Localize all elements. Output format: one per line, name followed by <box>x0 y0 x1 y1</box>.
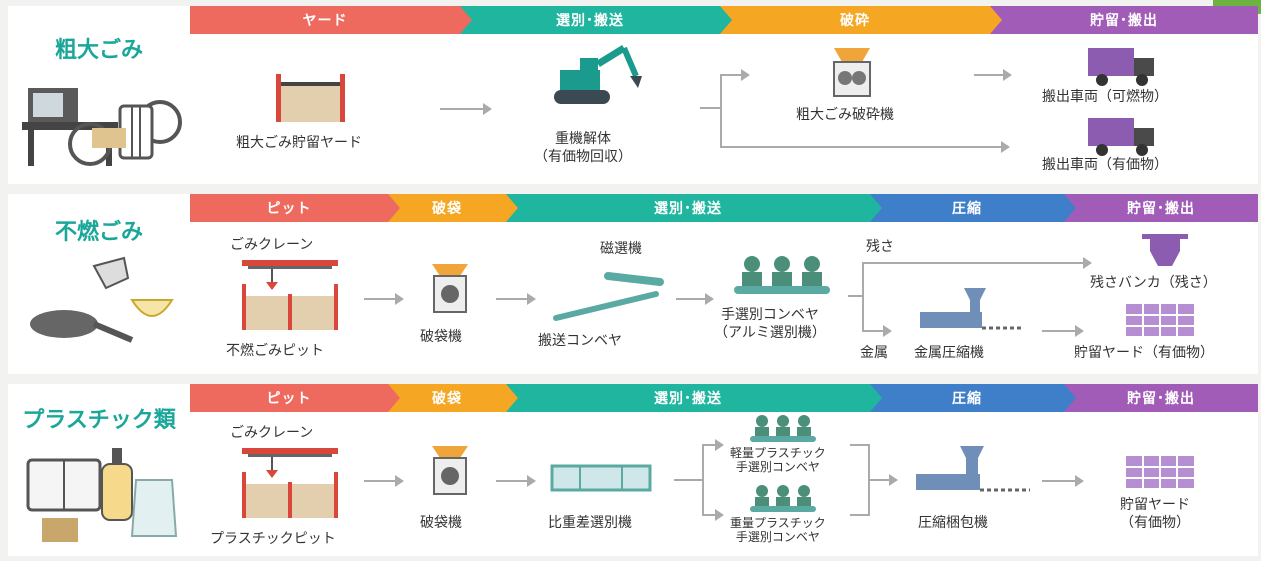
category-title-noncombustible: 不燃ごみ <box>54 220 143 245</box>
branch-connector <box>674 479 704 481</box>
stage-bar-yard: ヤード <box>190 6 472 34</box>
branch-connector-vertical <box>720 74 722 148</box>
category-title-plastic: プラスチック類 <box>22 408 176 433</box>
flow-arrow <box>440 103 492 115</box>
flow-arrow <box>676 293 714 305</box>
flow-arrow <box>1042 325 1084 337</box>
merge-connector <box>850 444 870 446</box>
flow-arrow <box>702 439 724 451</box>
hand-sorting-workers-icon <box>750 415 816 442</box>
label-bulky-storage-yard: 粗大ごみ貯留ヤード <box>236 135 362 151</box>
flow-arrow <box>702 509 724 521</box>
stage-bar-compress: 圧縮 <box>870 384 1076 412</box>
flow-arrow <box>496 293 536 305</box>
flow-arrow <box>868 474 898 486</box>
section-bulky-waste: 粗大ごみ ヤード 選別･搬送 破砕 貯留･搬出 粗大ごみ貯留ヤード 重機解体 （… <box>8 6 1258 184</box>
truck-icon <box>1088 48 1154 86</box>
flow-arrow <box>364 293 404 305</box>
label-residue: 残さ <box>866 239 894 255</box>
category-panel-noncombustible: 不燃ごみ <box>8 194 190 374</box>
baler-icon <box>916 446 1030 492</box>
flow-arrow <box>974 69 1012 81</box>
flow-arrow <box>364 475 404 487</box>
label-bulky-crusher: 粗大ごみ破砕機 <box>796 107 894 123</box>
bag-breaker-icon <box>432 264 468 313</box>
stage-bar-bag-breaking: 破袋 <box>388 194 518 222</box>
storage-yard-icon <box>1126 304 1194 336</box>
noncombustible-waste-illustration-icon <box>30 256 174 343</box>
category-panel-plastic: プラスチック類 <box>8 384 190 556</box>
truck-icon <box>1088 118 1154 156</box>
flow-arrow <box>1042 475 1084 487</box>
stage-bar-store-ship: 貯留･搬出 <box>990 6 1258 34</box>
label-truck-burnable: 搬出車両（可燃物） <box>1042 89 1168 105</box>
label-heavy-plastic-sorting: 重量プラスチック 手選別コンベヤ <box>730 516 826 544</box>
label-truck-valuable: 搬出車両（有価物） <box>1042 157 1168 173</box>
label-compression-baler: 圧縮梱包機 <box>918 515 988 531</box>
section-plastic-waste: プラスチック類 ピット 破袋 選別･搬送 圧縮 貯留･搬出 ごみクレーン プラス… <box>8 384 1258 556</box>
label-crane: ごみクレーン <box>230 237 314 253</box>
bag-breaker-icon <box>432 446 468 495</box>
plastic-waste-illustration-icon <box>26 448 178 542</box>
label-light-plastic-sorting: 軽量プラスチック 手選別コンベヤ <box>730 446 826 474</box>
label-plastic-pit: プラスチックピット <box>210 531 336 547</box>
label-transfer-conveyor: 搬送コンベヤ <box>538 333 622 349</box>
label-metal-press: 金属圧縮機 <box>914 345 984 361</box>
storage-yard-icon <box>276 74 345 122</box>
hand-sorting-workers-icon <box>750 485 816 512</box>
label-storage-yard: 貯留ヤード （有価物） <box>1120 497 1190 531</box>
label-hand-sorting-conveyor: 手選別コンベヤ （アルミ選別機） <box>714 307 826 341</box>
hand-sorting-workers-icon <box>734 256 830 294</box>
flow-arrow <box>496 475 536 487</box>
stage-bar-pit: ピット <box>190 384 400 412</box>
stage-bar-store-ship: 貯留･搬出 <box>1064 194 1258 222</box>
excavator-icon <box>554 45 642 104</box>
label-metal: 金属 <box>860 345 888 361</box>
stage-bar-sort-convey: 選別･搬送 <box>460 6 732 34</box>
label-noncombustible-pit: 不燃ごみピット <box>226 343 324 359</box>
stage-bar-compress: 圧縮 <box>870 194 1076 222</box>
label-bag-breaker: 破袋機 <box>420 329 462 345</box>
flow-arrow-metal <box>862 325 892 337</box>
branch-connector <box>848 295 864 297</box>
label-residue-bunker: 残さバンカ（残さ） <box>1090 275 1217 291</box>
stage-bar-bag-breaking: 破袋 <box>388 384 518 412</box>
label-storage-yard-valuable: 貯留ヤード（有価物） <box>1074 345 1214 361</box>
label-magnetic-separator: 磁選機 <box>600 241 642 257</box>
branch-connector <box>700 107 722 109</box>
category-panel-bulky: 粗大ごみ <box>8 6 190 184</box>
crane-pit-icon <box>242 448 338 518</box>
conveyor-magnet-icon <box>553 272 664 321</box>
branch-connector-vertical <box>702 444 704 516</box>
flow-arrow-residue <box>862 257 1092 269</box>
residue-bunker-icon <box>1142 234 1188 266</box>
crusher-icon <box>833 48 871 97</box>
storage-yard-icon <box>1126 456 1194 488</box>
crane-pit-icon <box>242 260 338 330</box>
stage-bar-crush: 破砕 <box>720 6 1002 34</box>
flow-arrow <box>720 141 1010 153</box>
label-bag-breaker: 破袋機 <box>420 515 462 531</box>
label-gravity-separator: 比重差選別機 <box>548 515 632 531</box>
flow-arrow <box>720 69 750 81</box>
label-heavy-machine-dismantling: 重機解体 （有価物回収） <box>534 131 632 165</box>
merge-connector <box>850 514 870 516</box>
stage-bar-store-ship: 貯留･搬出 <box>1064 384 1258 412</box>
category-title-bulky: 粗大ごみ <box>54 38 143 63</box>
section-noncombustible-waste: 不燃ごみ ピット 破袋 選別･搬送 圧縮 貯留･搬出 ごみクレーン 不燃ごみピッ… <box>8 194 1258 374</box>
label-crane: ごみクレーン <box>230 425 314 441</box>
bulky-waste-illustration-icon <box>22 88 182 166</box>
metal-press-icon <box>920 288 1024 330</box>
stage-bar-sort-convey: 選別･搬送 <box>506 384 882 412</box>
branch-connector-vertical <box>862 262 864 332</box>
stage-bar-pit: ピット <box>190 194 400 222</box>
stage-bar-sort-convey: 選別･搬送 <box>506 194 882 222</box>
gravity-separator-icon <box>550 464 652 492</box>
